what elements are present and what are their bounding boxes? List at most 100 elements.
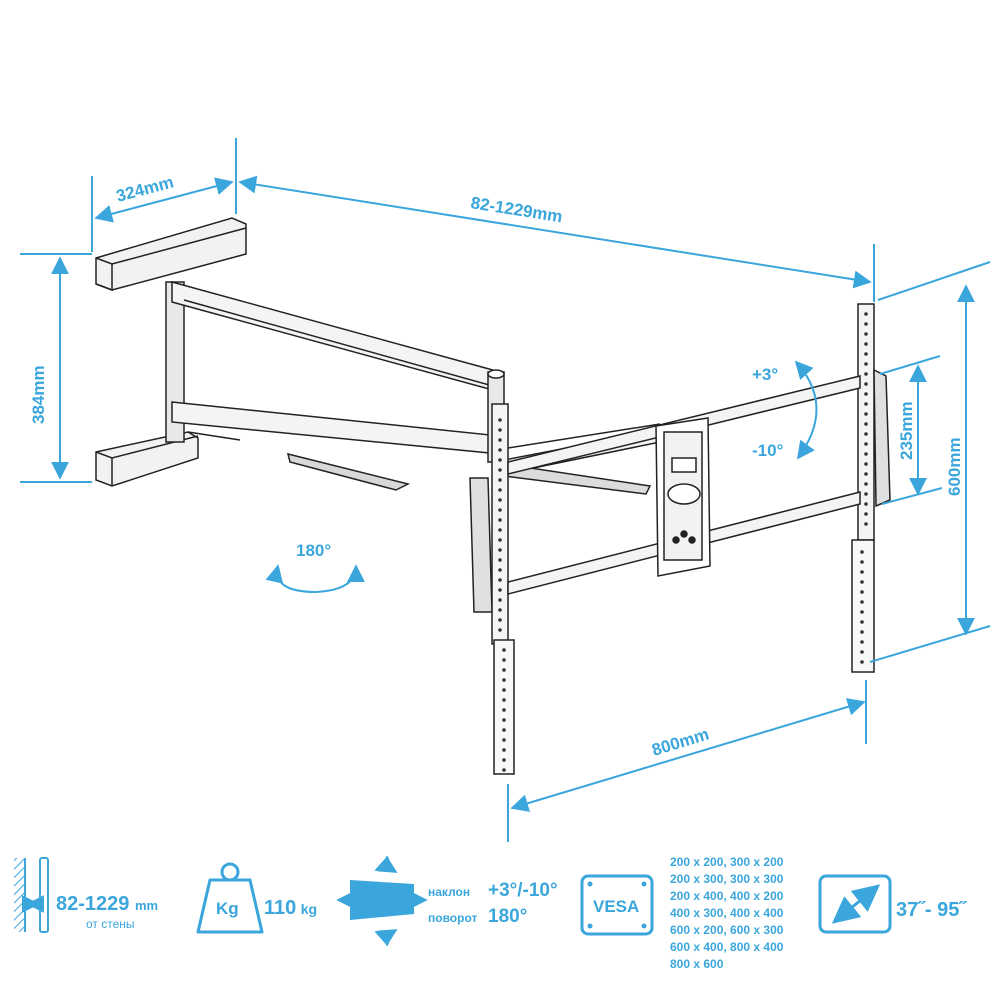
mounting-hole bbox=[860, 560, 864, 564]
mounting-hole bbox=[498, 618, 502, 622]
mounting-hole bbox=[498, 578, 502, 582]
mounting-hole bbox=[498, 608, 502, 612]
mounting-hole bbox=[864, 312, 868, 316]
mounting-hole bbox=[864, 342, 868, 346]
label-vesa-600: 600mm bbox=[945, 437, 964, 496]
mounting-hole bbox=[860, 580, 864, 584]
mounting-hole bbox=[498, 488, 502, 492]
mounting-hole bbox=[498, 448, 502, 452]
spec-weight-unit: kg bbox=[301, 901, 317, 917]
label-arm-depth: 324mm bbox=[114, 172, 176, 206]
mounting-hole bbox=[860, 650, 864, 654]
mounting-hole bbox=[498, 558, 502, 562]
mounting-hole bbox=[864, 472, 868, 476]
mounting-hole bbox=[864, 352, 868, 356]
mounting-hole bbox=[864, 492, 868, 496]
spec-distance-caption: от стены bbox=[86, 917, 135, 931]
mounting-hole bbox=[864, 382, 868, 386]
mounting-hole bbox=[502, 708, 506, 712]
mounting-hole bbox=[502, 728, 506, 732]
mounting-hole bbox=[860, 600, 864, 604]
spec-distance-value: 82-1229 bbox=[56, 893, 129, 915]
mounting-hole bbox=[864, 412, 868, 416]
vesa-size-item: 200 x 300, 300 x 300 bbox=[670, 872, 784, 886]
mounting-hole bbox=[498, 468, 502, 472]
screen-size-icon bbox=[818, 874, 892, 934]
mounting-hole bbox=[498, 528, 502, 532]
label-vesa-235: 235mm bbox=[897, 401, 916, 460]
label-tilt-up: +3° bbox=[752, 365, 778, 384]
mounting-hole bbox=[502, 748, 506, 752]
mounting-hole bbox=[502, 698, 506, 702]
tilt-head bbox=[655, 417, 711, 577]
mounting-hole bbox=[498, 478, 502, 482]
left-bracket bbox=[469, 403, 515, 775]
vesa-size-item: 800 x 600 bbox=[670, 957, 724, 971]
mounting-hole bbox=[864, 442, 868, 446]
mounting-hole bbox=[498, 438, 502, 442]
right-bracket bbox=[851, 303, 891, 673]
svg-text:110 kg: 110 kg bbox=[264, 897, 317, 919]
wall-plate-bottom bbox=[95, 431, 241, 487]
wall-distance-icon bbox=[14, 857, 49, 933]
specs-strip: 82-1229 mm от стены Kg 110 kg наклон +3°… bbox=[14, 855, 967, 971]
weight-icon-label: Kg bbox=[216, 899, 239, 918]
mounting-hole bbox=[498, 518, 502, 522]
mounting-hole bbox=[864, 462, 868, 466]
mounting-hole bbox=[502, 718, 506, 722]
dim-line-arm-depth bbox=[94, 177, 234, 223]
mounting-hole bbox=[864, 522, 868, 526]
mounting-hole bbox=[502, 648, 506, 652]
svg-text:82-1229 mm: 82-1229 mm bbox=[56, 893, 158, 915]
mount-drawing bbox=[95, 217, 891, 775]
mounting-hole bbox=[498, 458, 502, 462]
vesa-size-item: 600 x 400, 800 x 400 bbox=[670, 940, 784, 954]
spec-screen-size: 37˝- 95˝ bbox=[896, 899, 967, 921]
mounting-hole bbox=[498, 628, 502, 632]
vesa-badge-label: VESA bbox=[593, 897, 639, 916]
mounting-hole bbox=[860, 630, 864, 634]
mounting-hole bbox=[864, 502, 868, 506]
vesa-size-item: 200 x 200, 300 x 200 bbox=[670, 855, 784, 869]
mounting-hole bbox=[502, 668, 506, 672]
mounting-hole bbox=[502, 658, 506, 662]
mounting-hole bbox=[860, 620, 864, 624]
label-tilt-down: -10° bbox=[752, 441, 784, 460]
mounting-hole bbox=[498, 538, 502, 542]
spec-tilt-value: +3°/-10° bbox=[488, 880, 558, 901]
mounting-hole bbox=[864, 452, 868, 456]
mounting-hole bbox=[864, 332, 868, 336]
wall-plate-top bbox=[95, 217, 247, 292]
bracket-holes bbox=[498, 312, 868, 772]
mounting-hole bbox=[498, 598, 502, 602]
mounting-hole bbox=[864, 482, 868, 486]
mounting-hole bbox=[864, 432, 868, 436]
vesa-size-item: 200 x 400, 400 x 200 bbox=[670, 889, 784, 903]
mounting-hole bbox=[864, 362, 868, 366]
label-swivel: 180° bbox=[296, 541, 331, 560]
vesa-size-item: 600 x 200, 600 x 300 bbox=[670, 923, 784, 937]
mounting-hole bbox=[502, 688, 506, 692]
mounting-hole bbox=[860, 610, 864, 614]
spec-tilt-label: наклон bbox=[428, 885, 470, 899]
arm-lower bbox=[171, 401, 501, 491]
mounting-hole bbox=[860, 640, 864, 644]
arm-upper bbox=[171, 281, 501, 393]
mounting-hole bbox=[498, 498, 502, 502]
mounting-hole bbox=[864, 402, 868, 406]
mounting-hole bbox=[860, 660, 864, 664]
mounting-hole bbox=[860, 590, 864, 594]
vesa-size-list: 200 x 200, 300 x 200 200 x 300, 300 x 30… bbox=[670, 855, 784, 971]
vesa-size-item: 400 x 300, 400 x 400 bbox=[670, 906, 784, 920]
dim-line-extension bbox=[238, 175, 872, 289]
mounting-hole bbox=[502, 768, 506, 772]
mounting-hole bbox=[498, 508, 502, 512]
mounting-hole bbox=[864, 372, 868, 376]
tilt-swivel-icon bbox=[336, 855, 428, 947]
label-vesa-800: 800mm bbox=[650, 725, 712, 760]
tilt-arc bbox=[794, 360, 818, 460]
dimension-lines bbox=[20, 138, 991, 842]
swivel-arc bbox=[265, 564, 365, 594]
vesa-icon bbox=[580, 874, 654, 936]
spec-swivel-label: поворот bbox=[428, 911, 477, 925]
